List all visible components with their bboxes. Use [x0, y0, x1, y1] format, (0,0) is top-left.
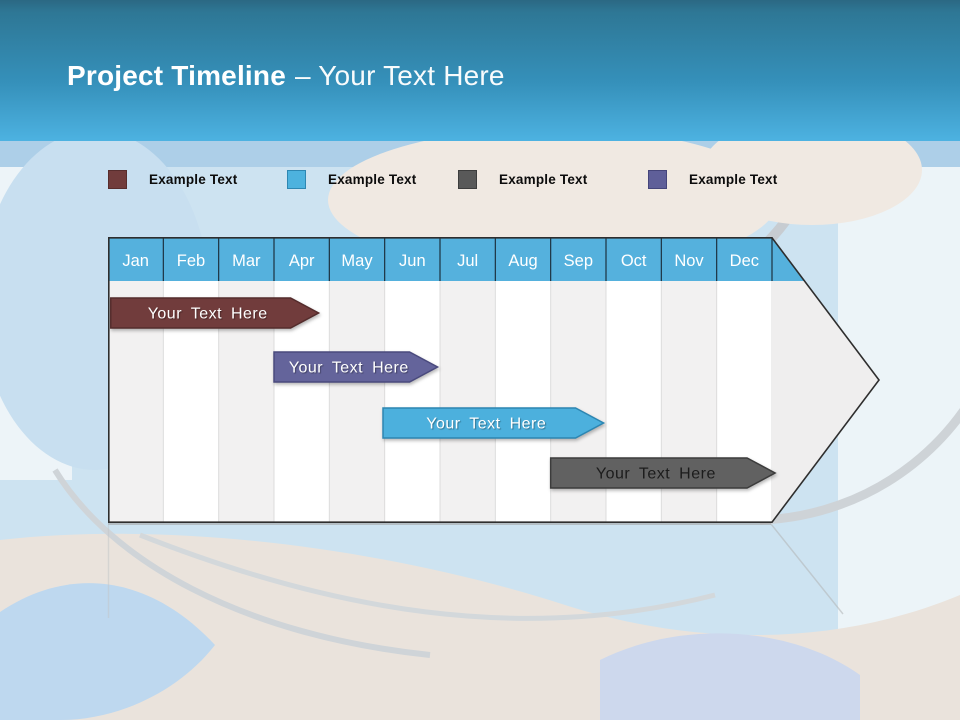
month-header-band — [108, 237, 806, 281]
legend-label: Example Text — [689, 172, 778, 187]
legend-color-swatch — [458, 170, 477, 189]
timeline-bar-label: Your Text Here — [426, 416, 546, 433]
legend-color-swatch — [287, 170, 306, 189]
timeline-bar: Your Text Here — [382, 407, 606, 439]
timeline-bar-label: Your Text Here — [596, 466, 716, 483]
month-label: Sep — [564, 252, 593, 270]
timeline-bar-label: Your Text Here — [289, 360, 409, 377]
timeline-bar-shape — [382, 407, 606, 439]
legend-color-swatch — [108, 170, 127, 189]
bg-curve-line — [52, 468, 431, 658]
month-label: Mar — [232, 252, 261, 270]
title-light: – Your Text Here — [294, 60, 505, 91]
legend-color-swatch — [648, 170, 667, 189]
bg-arc — [759, 36, 960, 525]
column-stripe — [440, 281, 496, 523]
legend-item: Example Text — [458, 170, 587, 189]
legend-label: Example Text — [499, 172, 588, 187]
month-label: Feb — [177, 252, 205, 270]
month-label: Apr — [289, 252, 315, 270]
legend-item: Example Text — [648, 170, 777, 189]
timeline-bar-shape — [110, 297, 321, 329]
arrow-tip-area — [772, 281, 880, 523]
arrow-outline — [108, 237, 880, 523]
timeline-bar-shape — [273, 351, 440, 383]
legend-item: Example Text — [108, 170, 237, 189]
legend: Example Text Example Text Example Text Exam… — [0, 166, 960, 196]
timeline-bar-label: Your Text Here — [148, 306, 268, 323]
title-band: Project Timeline – Your Text Here — [0, 0, 960, 141]
bg-curve-line-2 — [139, 532, 716, 621]
month-label: Jul — [457, 252, 478, 270]
month-label: Jan — [122, 252, 149, 270]
bg-bottom-left-blue — [0, 583, 215, 720]
bg-beige-ellipse — [328, 128, 778, 272]
timeline-bar: Your Text Here — [273, 351, 440, 383]
month-label: May — [341, 252, 373, 270]
timeline-bar-shape — [549, 457, 777, 489]
column-stripe — [384, 281, 440, 523]
month-label: Jun — [399, 252, 426, 270]
column-stripe — [495, 281, 551, 523]
month-label: Dec — [730, 252, 759, 270]
legend-label: Example Text — [149, 172, 238, 187]
table-reflection-diagonal — [770, 523, 844, 615]
timeline-bar: Your Text Here — [549, 457, 777, 489]
timeline-bar: Your Text Here — [110, 297, 321, 329]
legend-item: Example Text — [287, 170, 416, 189]
legend-label: Example Text — [328, 172, 417, 187]
timeline-chart-svg: Jan Feb Mar Apr May Jun Jul Aug Sep Oct Nov DecYour… — [108, 237, 880, 523]
page-title: Project Timeline – Your Text Here — [67, 60, 505, 92]
column-stripe — [329, 281, 385, 523]
bg-beige-ellipse-2 — [702, 115, 922, 225]
bg-bottom-blue — [600, 633, 860, 720]
month-label: Nov — [674, 252, 704, 270]
month-label: Oct — [621, 252, 647, 270]
month-label: Aug — [508, 252, 537, 270]
title-bold: Project Timeline — [67, 60, 286, 91]
